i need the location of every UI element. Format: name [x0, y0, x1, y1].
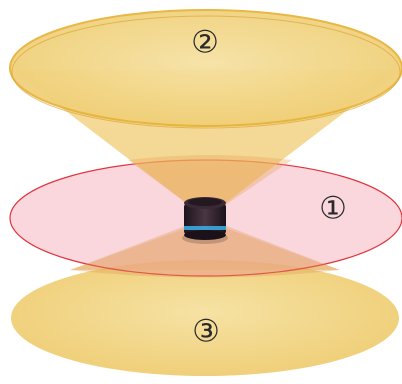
lower-cone-plane-overlap — [70, 218, 340, 278]
top-zone-disc — [9, 9, 402, 127]
cone-plane-overlap — [128, 155, 292, 218]
lidar-sensor-icon — [182, 197, 228, 244]
zone-label-top: ② — [191, 24, 219, 61]
bottom-zone-disc — [11, 260, 399, 376]
zone-label-plane: ① — [319, 190, 347, 227]
top-zone-rim — [11, 15, 401, 129]
zone-label-bottom: ③ — [192, 313, 220, 350]
